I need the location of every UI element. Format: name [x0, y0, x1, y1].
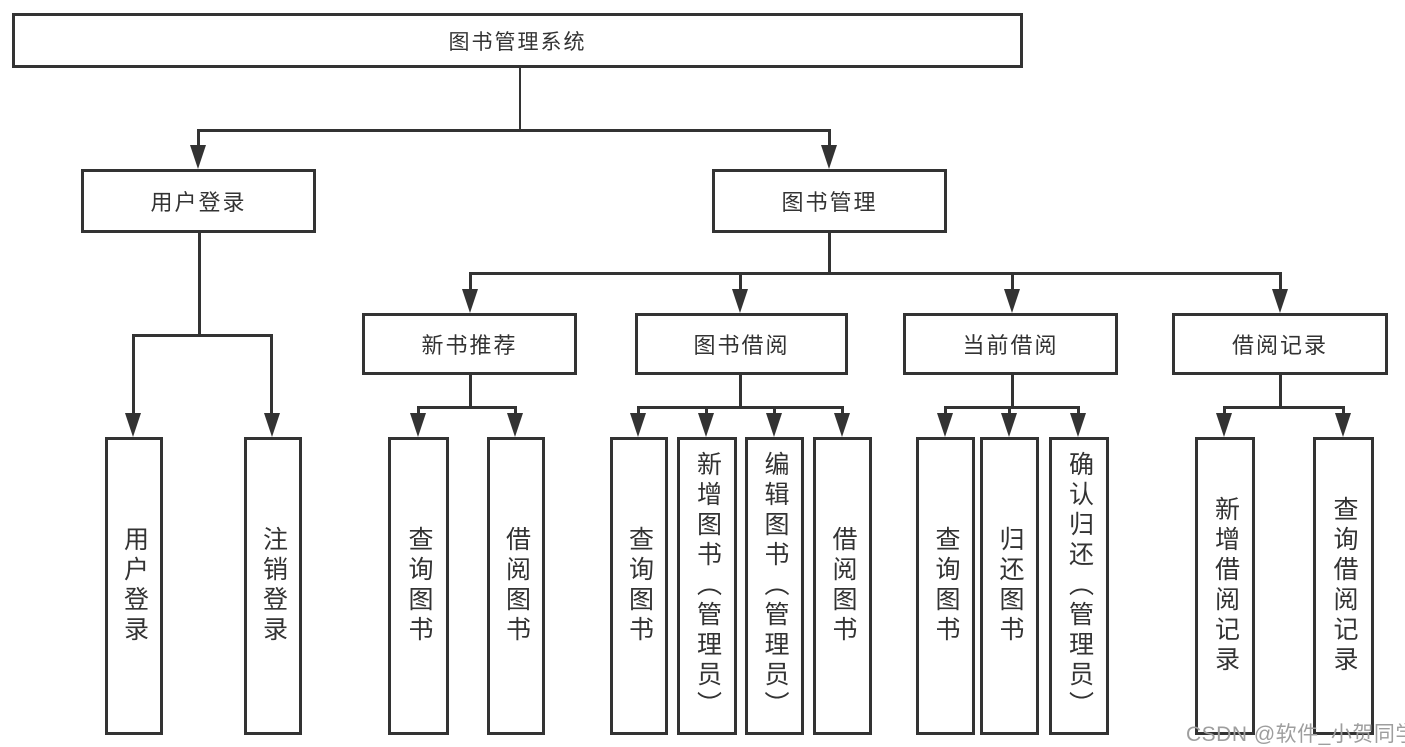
node-label: 用户登录 — [120, 526, 149, 646]
node-label: 新增图书（管理员） — [693, 451, 722, 721]
connector-line — [637, 406, 844, 409]
leaf-user-login: 用户登录 — [105, 437, 163, 735]
connector-line — [1279, 375, 1282, 408]
leaf-edit-books-admin: 编辑图书（管理员） — [745, 437, 804, 735]
node-label: 图书管理系统 — [448, 30, 587, 54]
connector-line — [1011, 375, 1014, 408]
arrow-down-icon — [507, 413, 523, 437]
connector-line — [739, 375, 742, 408]
node-library-management-system: 图书管理系统 — [12, 13, 1023, 68]
arrow-down-icon — [630, 413, 646, 437]
connector-line — [828, 129, 831, 147]
arrow-down-icon — [1216, 413, 1232, 437]
arrow-down-icon — [834, 413, 850, 437]
node-label: 当前借阅 — [962, 333, 1059, 358]
node-label: 用户登录 — [150, 190, 247, 215]
connector-line — [773, 406, 776, 415]
node-label: 编辑图书（管理员） — [761, 451, 789, 721]
arrow-down-icon — [410, 413, 426, 437]
node-label: 查询图书 — [932, 526, 960, 646]
connector-line — [197, 129, 200, 147]
connector-line — [1223, 406, 1345, 409]
node-new-book-recommend: 新书推荐 — [362, 313, 577, 375]
connector-line — [944, 406, 947, 415]
connector-line — [514, 406, 517, 415]
leaf-add-borrow-record: 新增借阅记录 — [1195, 437, 1255, 735]
connector-line — [1008, 406, 1011, 415]
connector-line — [132, 334, 135, 415]
connector-line — [417, 406, 420, 415]
leaf-borrow-books: 借阅图书 — [813, 437, 872, 735]
leaf-add-books-admin: 新增图书（管理员） — [677, 437, 737, 735]
node-book-management: 图书管理 — [712, 169, 947, 233]
connector-line — [944, 406, 1080, 409]
node-label: 新书推荐 — [421, 333, 518, 358]
node-label: 新增借阅记录 — [1211, 496, 1240, 676]
connector-line — [1279, 272, 1282, 291]
arrow-down-icon — [1335, 413, 1351, 437]
connector-line — [1011, 272, 1014, 291]
connector-line — [469, 375, 472, 408]
connector-line — [417, 406, 517, 409]
node-book-borrow: 图书借阅 — [635, 313, 848, 375]
connector-line — [469, 272, 472, 291]
node-label: 借阅记录 — [1231, 333, 1328, 358]
node-label: 归还图书 — [996, 526, 1024, 646]
connector-line — [1077, 406, 1080, 415]
node-label: 查询图书 — [625, 526, 654, 646]
arrow-down-icon — [1001, 413, 1017, 437]
arrow-down-icon — [937, 413, 953, 437]
connector-line — [270, 334, 273, 415]
arrow-down-icon — [821, 145, 837, 169]
connector-line — [637, 406, 640, 415]
leaf-query-books-current: 查询图书 — [916, 437, 975, 735]
arrow-down-icon — [125, 413, 141, 437]
node-label: 确认归还（管理员） — [1065, 451, 1094, 721]
node-current-borrow: 当前借阅 — [903, 313, 1118, 375]
connector-line — [1223, 406, 1226, 415]
leaf-logout: 注销登录 — [244, 437, 302, 735]
arrow-down-icon — [264, 413, 280, 437]
connector-line — [198, 233, 201, 336]
arrow-down-icon — [1070, 413, 1086, 437]
leaf-return-books: 归还图书 — [980, 437, 1039, 735]
connector-line — [132, 334, 273, 337]
arrow-down-icon — [766, 413, 782, 437]
leaf-confirm-return-admin: 确认归还（管理员） — [1049, 437, 1109, 735]
leaf-borrow-books-recommend: 借阅图书 — [487, 437, 545, 735]
node-user-login: 用户登录 — [81, 169, 316, 233]
leaf-query-books-borrow: 查询图书 — [610, 437, 668, 735]
connector-line — [841, 406, 844, 415]
arrow-down-icon — [462, 289, 478, 313]
arrow-down-icon — [1272, 289, 1288, 313]
connector-line — [469, 272, 1282, 275]
node-borrow-records: 借阅记录 — [1172, 313, 1388, 375]
connector-line — [705, 406, 708, 415]
arrow-down-icon — [732, 289, 748, 313]
leaf-query-borrow-record: 查询借阅记录 — [1313, 437, 1374, 735]
node-label: 注销登录 — [259, 526, 288, 646]
connector-line — [828, 233, 831, 274]
arrow-down-icon — [190, 145, 206, 169]
node-label: 借阅图书 — [829, 526, 857, 646]
csdn-watermark: CSDN @软件_小贺同学 — [1186, 723, 1405, 746]
node-label: 图书管理 — [781, 190, 878, 215]
node-label: 图书借阅 — [693, 333, 790, 358]
connector-line — [1342, 406, 1345, 415]
connector-line — [197, 129, 831, 132]
connector-line — [519, 68, 521, 130]
connector-line — [739, 272, 742, 291]
node-label: 查询借阅记录 — [1330, 496, 1358, 676]
node-label: 借阅图书 — [502, 526, 531, 646]
leaf-query-books-recommend: 查询图书 — [388, 437, 449, 735]
arrow-down-icon — [1004, 289, 1020, 313]
node-label: 查询图书 — [405, 526, 433, 646]
arrow-down-icon — [698, 413, 714, 437]
